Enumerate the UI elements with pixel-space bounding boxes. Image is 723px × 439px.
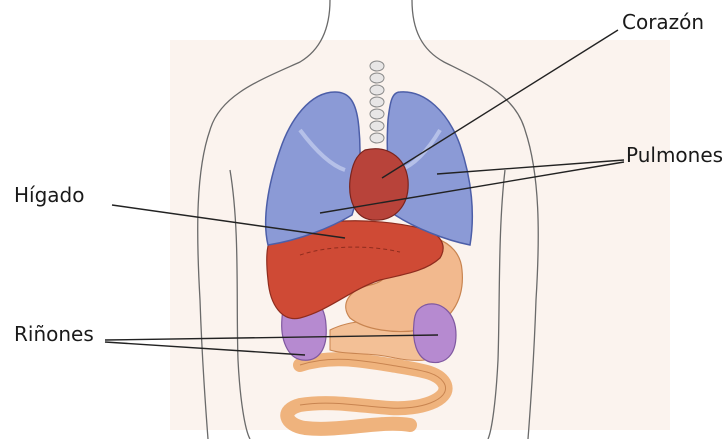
- heart: [350, 149, 409, 220]
- liver-label: Hígado: [14, 183, 84, 207]
- kidneys-label: Riñones: [14, 322, 94, 346]
- heart-label: Corazón: [622, 10, 704, 34]
- lungs-label: Pulmones: [626, 143, 723, 167]
- right-kidney: [414, 304, 456, 363]
